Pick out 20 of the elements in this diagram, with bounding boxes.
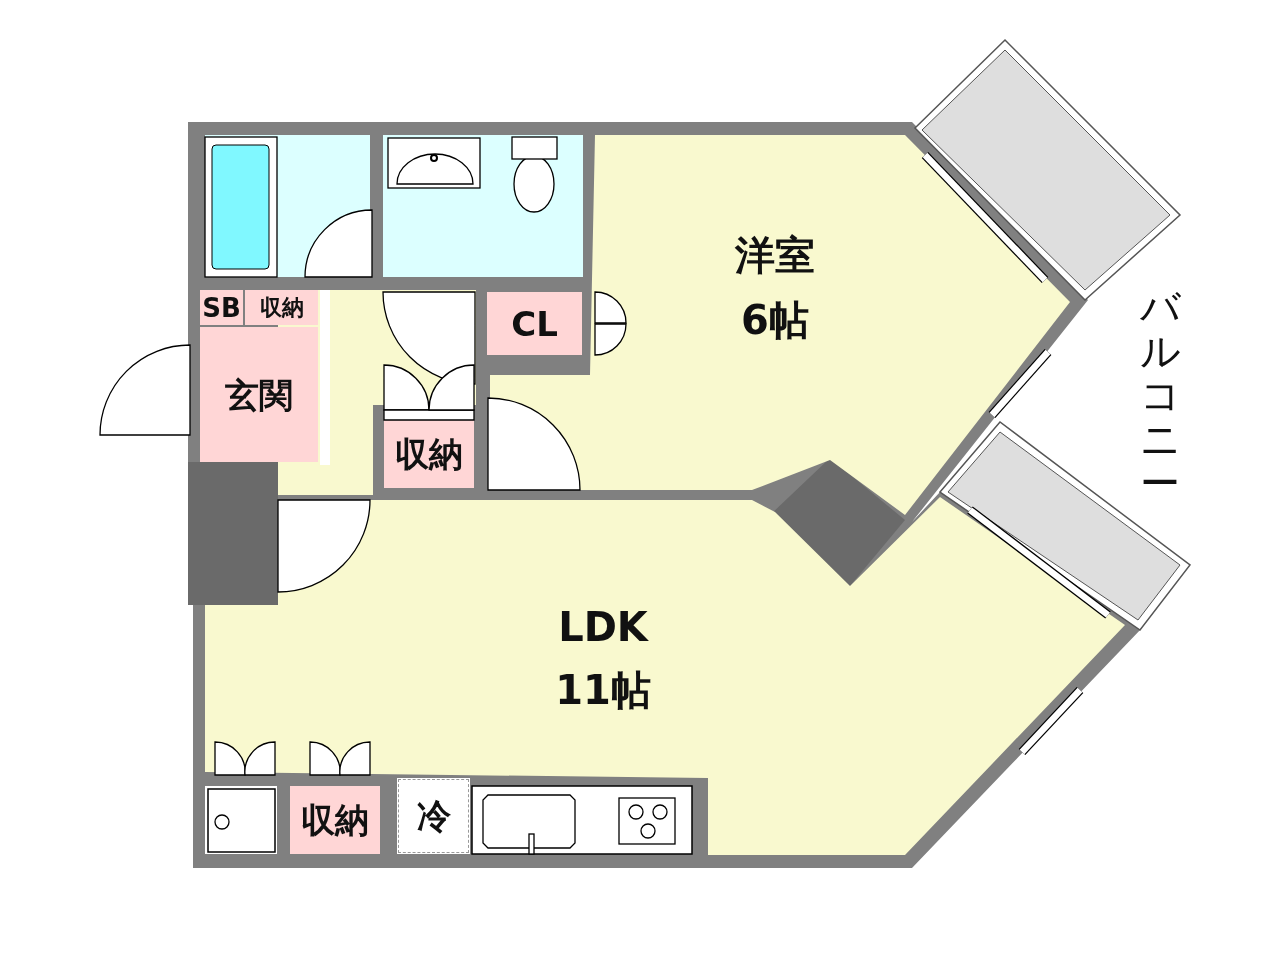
room [205,497,1125,855]
room-size: 11帖 [555,670,651,710]
room-name: 収納 [395,437,463,471]
room [384,420,474,488]
room-name: 洋室 [735,235,815,275]
room [487,292,582,355]
room [397,778,470,854]
room-name: 玄関 [225,377,293,412]
room [290,786,380,854]
room-name: LDK [558,607,648,647]
balcony-label: バルコニー [1138,285,1182,505]
room-name: 収納 [259,296,304,319]
room [245,290,318,325]
room [490,135,1070,515]
room [200,327,318,462]
room-name: 冷 [416,799,451,833]
room-name: SB [202,294,241,321]
room-size: 6帖 [741,300,809,340]
room-name: CL [511,306,558,341]
room-name: 収納 [301,803,369,837]
